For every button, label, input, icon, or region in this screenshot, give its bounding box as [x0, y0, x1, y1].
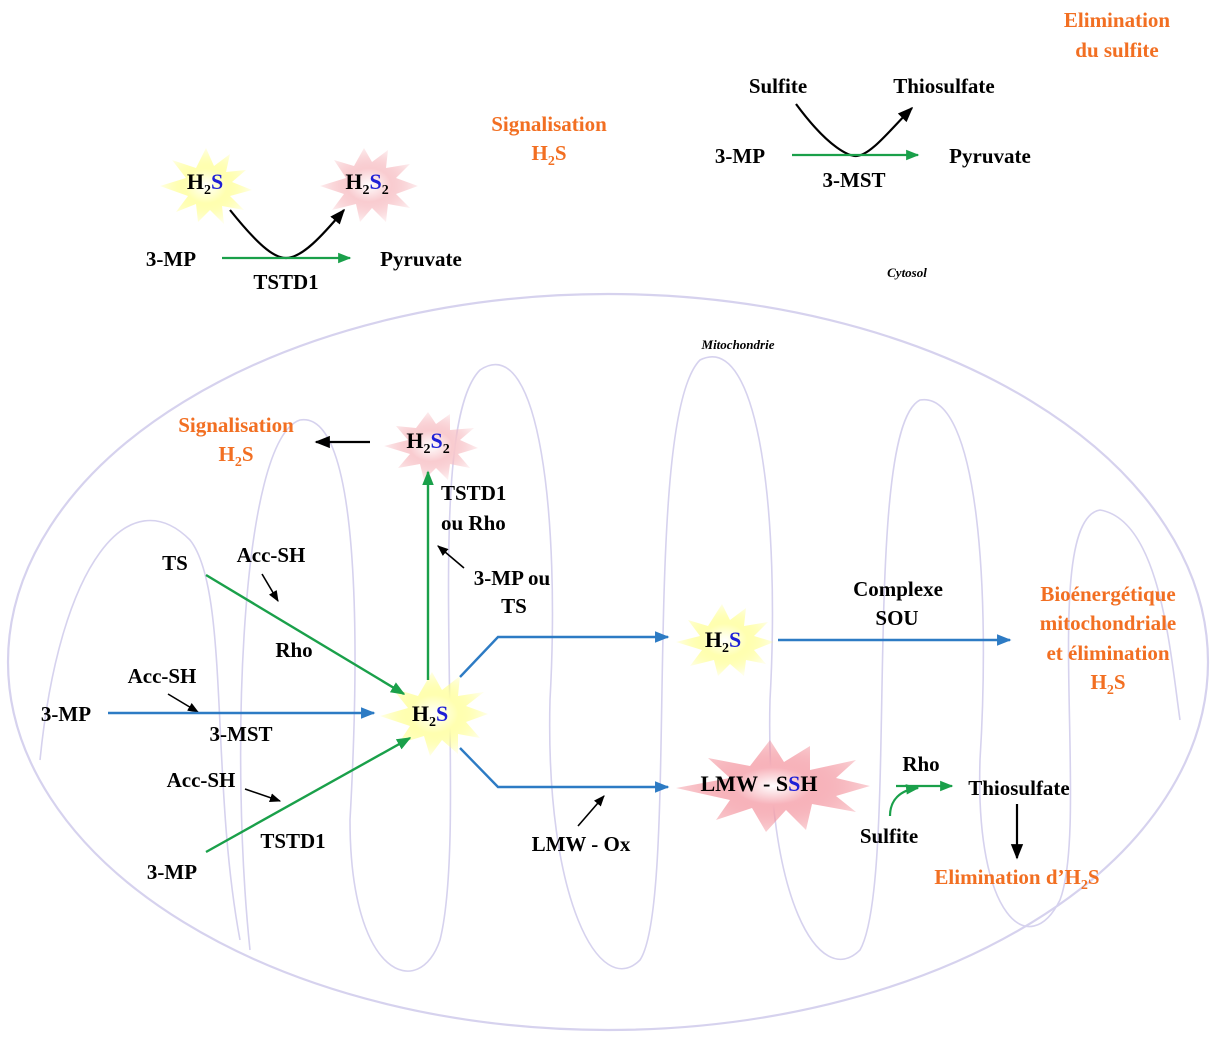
sulfite-label-cytosol: Sulfite — [749, 74, 807, 98]
cytosol-compartment-label: Cytosol — [887, 265, 927, 280]
crista — [239, 419, 356, 951]
tstd1-ou-rho-line1: TSTD1 — [441, 481, 506, 505]
acc-sh-label-1: Acc-SH — [237, 543, 306, 567]
complexe-sou-line1: Complexe — [853, 577, 943, 601]
3mp-label-mito-bottom: 3-MP — [147, 860, 197, 884]
acc-sh-label-3: Acc-SH — [167, 768, 236, 792]
elimination-sulfite-line2: du sulfite — [1075, 38, 1158, 62]
crista — [548, 356, 774, 970]
3mp-ou-ts-pointer — [437, 545, 465, 569]
3mst-label-mito: 3-MST — [210, 722, 273, 746]
bioenergetique-line1: Bioénergétique — [1040, 582, 1175, 606]
crista — [978, 509, 1181, 928]
3mp-bottom-to-h2s-green-arrow — [205, 736, 412, 854]
mitochondria-compartment-label: Mitochondrie — [701, 337, 775, 352]
sulfite-to-thiosulfate-curve — [795, 103, 914, 158]
3mst-label-cytosol: 3-MST — [823, 168, 886, 192]
signalisation-mito-line1: Signalisation — [178, 413, 294, 437]
elimination-h2s-label: Elimination d’H2S — [934, 865, 1099, 893]
3mp-label-cytosol-mst: 3-MP — [715, 144, 765, 168]
h2s-to-h2s-right-blue-arrow — [459, 631, 670, 678]
sulfite-label-mito: Sulfite — [860, 824, 918, 848]
crista — [768, 399, 985, 961]
signalisation-mito-line2: H2S — [218, 442, 253, 470]
ts-label: TS — [162, 551, 188, 575]
lmw-ssh-label: LMW - SSH — [701, 771, 818, 796]
mitochondrion-membrane — [6, 292, 1210, 1032]
acc-sh-label-2: Acc-SH — [128, 664, 197, 688]
crista — [349, 363, 554, 972]
3mp-ou-ts-line1: 3-MP ou — [474, 566, 551, 590]
h2s2-label-cytosol: H2S2 — [345, 169, 388, 198]
pyruvate-label-cytosol-mst: Pyruvate — [949, 144, 1031, 168]
3mp-label-mito-left: 3-MP — [41, 702, 91, 726]
3mp-ou-ts-line2: TS — [501, 594, 527, 618]
lmw-ox-pointer — [577, 795, 605, 827]
acc-sh-3-pointer — [244, 788, 282, 802]
sulfite-green-curve — [888, 784, 920, 817]
tstd1-label-cytosol: TSTD1 — [253, 270, 318, 294]
thiosulfate-label-cytosol: Thiosulfate — [893, 74, 995, 98]
acc-sh-1-pointer — [261, 573, 279, 602]
signalisation-cytosol-line1: Signalisation — [491, 112, 607, 136]
ts-to-h2s-green-arrow — [205, 573, 406, 696]
signalisation-cytosol-line2: H2S — [531, 141, 566, 169]
h2s-to-lmw-ssh-blue-arrow — [459, 747, 670, 793]
complexe-sou-line2: SOU — [875, 606, 918, 630]
h2s-to-h2s2-curve — [229, 208, 345, 260]
star-h2s-cytosol — [160, 148, 252, 224]
h2s-label-mito-center: H2S — [412, 701, 448, 730]
tstd1-label-mito: TSTD1 — [260, 829, 325, 853]
acc-sh-2-pointer — [167, 693, 199, 713]
bioenergetique-line3: et élimination — [1046, 641, 1169, 665]
h2s-label-cytosol: H2S — [187, 169, 223, 198]
rho-label-mito: Rho — [275, 638, 312, 662]
star-lmw-ssh — [676, 740, 870, 832]
bioenergetique-line2: mitochondriale — [1040, 611, 1177, 635]
star-h2s2-mito — [384, 412, 478, 480]
lmw-ox-label: LMW - Ox — [532, 832, 631, 856]
h2s2-label-mito: H2S2 — [406, 428, 449, 457]
pyruvate-label-cytosol-tstd1: Pyruvate — [380, 247, 462, 271]
outer-membrane — [6, 292, 1210, 1032]
tstd1-ou-rho-line2: ou Rho — [441, 511, 506, 535]
elimination-sulfite-line1: Elimination — [1064, 8, 1171, 32]
h2s-label-mito-right: H2S — [705, 627, 741, 656]
crista — [39, 519, 241, 941]
bioenergetique-line4: H2S — [1090, 670, 1125, 698]
star-h2s2-cytosol — [320, 148, 418, 222]
thiosulfate-label-mito: Thiosulfate — [968, 776, 1070, 800]
star-h2s-center — [380, 672, 488, 756]
star-h2s-right — [676, 604, 774, 676]
3mp-label-cytosol-tstd1: 3-MP — [146, 247, 196, 271]
rho-label-right: Rho — [902, 752, 939, 776]
